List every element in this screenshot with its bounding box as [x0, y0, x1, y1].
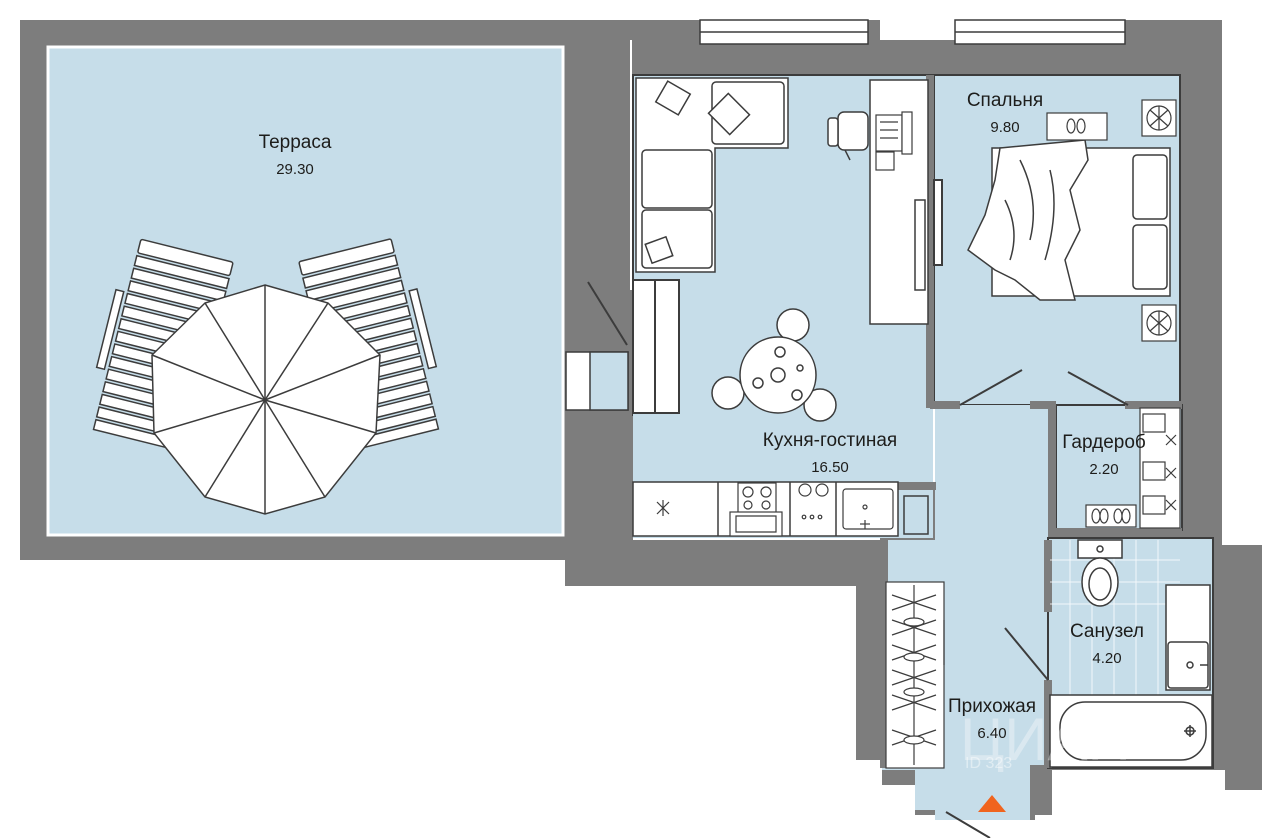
- bedroom-area: 9.80: [990, 119, 1019, 136]
- entrance-door: [945, 811, 991, 838]
- dining-table-icon: [711, 308, 837, 422]
- bedroom-name: Спальня: [967, 90, 1043, 111]
- terrace-door: [587, 279, 680, 414]
- bed-icon: [967, 139, 1171, 301]
- hallway-name: Прихожая: [948, 696, 1036, 717]
- room-labels: Терраса 29.30 Кухня-гостиная 16.50 Спаль…: [259, 90, 1146, 742]
- dishwasher-icon: [798, 483, 829, 520]
- inner-walls: [880, 75, 1182, 768]
- entrance-arrow-icon: [978, 795, 1006, 812]
- watermark: ЦИАН: [960, 706, 1131, 773]
- coat-rack-icon: [885, 581, 945, 769]
- stove-icon: [729, 482, 783, 537]
- hallway-area: 6.40: [977, 725, 1006, 742]
- bathroom-door: [1004, 627, 1049, 681]
- bedroom-door: [933, 179, 1129, 406]
- fridge-icon: [656, 500, 670, 516]
- laptop-icon: [875, 111, 913, 171]
- wardrobe-shelves: [1085, 407, 1181, 529]
- air-conditioner-icon: [1141, 304, 1177, 342]
- toilet-icon: [1077, 539, 1123, 607]
- bathroom-area: 4.20: [1092, 650, 1121, 667]
- wardrobe-name: Гардероб: [1062, 432, 1146, 453]
- terrace-area: 29.30: [276, 161, 314, 178]
- umbrella-icon: [151, 284, 381, 515]
- terrace-name: Терраса: [259, 132, 332, 153]
- wardrobe-area: 2.20: [1089, 461, 1118, 478]
- sink-icon: [842, 488, 894, 530]
- kitchen-name: Кухня-гостиная: [763, 430, 897, 451]
- slippers-icon: [1046, 112, 1108, 141]
- sofa-icon: [635, 77, 789, 273]
- kitchen-shaft: [903, 495, 929, 535]
- bathroom-name: Санузел: [1070, 621, 1144, 642]
- windows: [565, 19, 1126, 411]
- washbasin-icon: [1165, 584, 1211, 691]
- chair-icon: [827, 111, 869, 161]
- bathtub-icon: [1049, 694, 1213, 768]
- air-conditioner-icon: [1141, 99, 1177, 137]
- kitchen-area: 16.50: [811, 459, 849, 476]
- watermark-id: ID 323: [965, 755, 1012, 772]
